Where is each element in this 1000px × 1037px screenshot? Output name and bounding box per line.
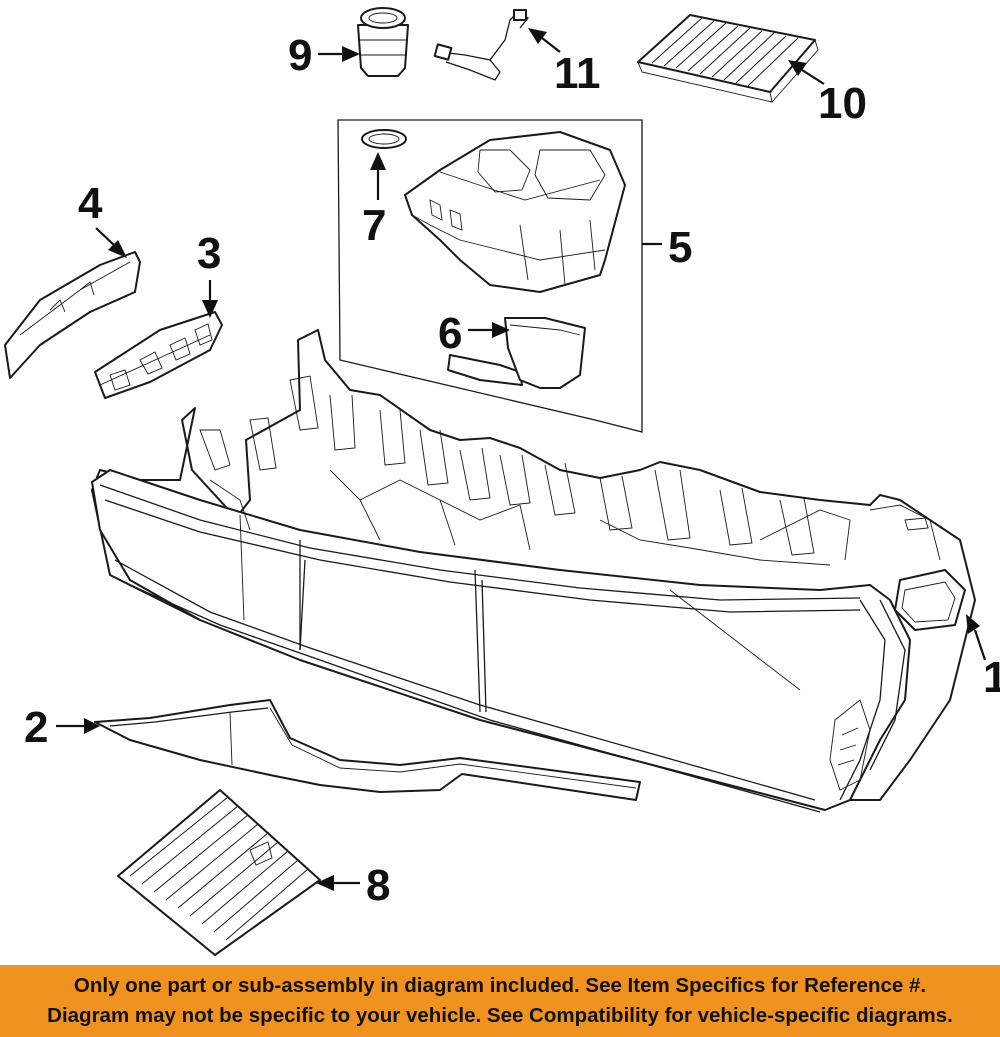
- disclaimer-line-2: Diagram may not be specific to your vehi…: [47, 1004, 953, 1027]
- callout-11: 11: [554, 49, 601, 98]
- part-3-bracket: [94, 311, 223, 399]
- callout-2: 2: [24, 703, 48, 752]
- part-10-mat: [637, 14, 819, 103]
- callout-7: 7: [362, 201, 386, 250]
- arrow-4: [108, 240, 127, 258]
- part-4-side-trim: [4, 251, 141, 379]
- part-1-console-body: [91, 329, 976, 813]
- part-7-ring: [361, 129, 407, 149]
- leader-1: [973, 629, 987, 661]
- part-2-trim-strip: [94, 699, 641, 801]
- leader-10: [801, 69, 825, 85]
- callout-4: 4: [78, 179, 103, 228]
- part-8-tray-mat: [117, 789, 321, 956]
- leader-11: [541, 37, 561, 53]
- callout-1: 1: [983, 653, 1000, 702]
- part-9-cup: [357, 7, 409, 77]
- parts-diagram: 1 2 3 4 5 6 7 8 9 11: [4, 7, 1000, 956]
- arrow-10: [788, 60, 807, 76]
- part-11-wire-harness: [433, 9, 529, 81]
- arrow-11: [528, 28, 547, 44]
- arrow-8: [316, 875, 334, 891]
- disclaimer-banner: Only one part or sub-assembly in diagram…: [0, 965, 1000, 1037]
- callout-9: 9: [288, 31, 312, 80]
- arrow-1: [966, 614, 980, 634]
- callouts: 1 2 3 4 5 6 7 8 9 11: [24, 28, 1000, 910]
- callout-5: 5: [668, 223, 692, 272]
- arrow-2: [84, 718, 100, 734]
- arrow-7: [370, 152, 386, 170]
- arrow-3: [202, 300, 218, 318]
- arrow-6: [492, 322, 510, 338]
- leader-4: [95, 227, 116, 247]
- arrow-9: [342, 46, 360, 62]
- part-6-bracket: [447, 317, 586, 389]
- disclaimer-line-1: Only one part or sub-assembly in diagram…: [73, 974, 927, 997]
- part-5-cup-holder-assembly: [337, 119, 643, 433]
- callout-6: 6: [438, 309, 462, 358]
- callout-8: 8: [366, 861, 390, 910]
- callout-3: 3: [197, 229, 221, 278]
- callout-10: 10: [818, 79, 867, 128]
